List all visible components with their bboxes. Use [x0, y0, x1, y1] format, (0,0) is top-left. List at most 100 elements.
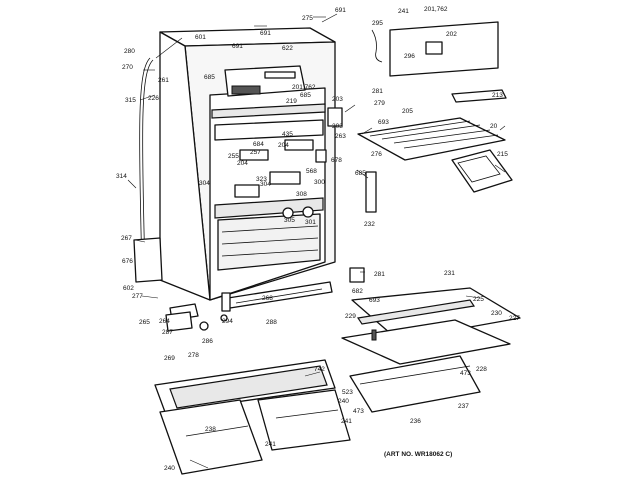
callout-304: 304 [199, 180, 210, 187]
hinge [327, 107, 343, 127]
callout-257: 257 [250, 149, 261, 156]
callout-238: 238 [205, 426, 216, 433]
callout-215: 215 [497, 151, 508, 158]
callout-241b: 241 [341, 418, 352, 425]
door-and-shelf-parts [315, 21, 521, 413]
callout-523: 523 [342, 389, 353, 396]
callout-241: 241 [398, 8, 409, 15]
roller-bracket [165, 311, 193, 332]
control-panel [269, 171, 301, 185]
callout-684: 684 [253, 141, 264, 148]
callout-685: 685 [204, 74, 215, 81]
callout-691c: 691 [260, 30, 271, 37]
callout-229: 229 [345, 313, 356, 320]
side-panel [133, 237, 163, 283]
damper-control [234, 184, 260, 198]
roller [199, 321, 209, 331]
callout-682: 682 [352, 288, 363, 295]
shelf-support-rail [365, 171, 377, 213]
callout-269: 269 [164, 355, 175, 362]
cabinet-assembly [133, 27, 336, 312]
callout-267: 267 [121, 235, 132, 242]
wiring-harness [371, 29, 383, 63]
callout-232: 232 [364, 221, 375, 228]
callout-237: 237 [458, 403, 469, 410]
callout-294: 294 [222, 318, 233, 325]
callout-601: 601 [195, 34, 206, 41]
callout-296: 296 [404, 53, 415, 60]
callout-314: 314 [116, 173, 127, 180]
callout-203: 203 [332, 96, 343, 103]
callout-205: 205 [402, 108, 413, 115]
wire-shelf [357, 117, 506, 161]
callout-261: 261 [158, 77, 169, 84]
callout-685c: 685 [355, 170, 366, 177]
leader-lines [127, 13, 506, 469]
callout-473: 473 [460, 370, 471, 377]
callout-678: 678 [331, 157, 342, 164]
callout-270: 270 [122, 64, 133, 71]
callout-241c: 241 [265, 441, 276, 448]
cabinet-shelf-rail [214, 197, 324, 219]
clip [371, 329, 377, 341]
callout-568: 568 [306, 168, 317, 175]
callout-473b: 473 [353, 408, 364, 415]
callout-230: 230 [491, 310, 502, 317]
freezer-floor [214, 119, 324, 141]
callout-275: 275 [302, 15, 313, 22]
callout-255: 255 [228, 153, 239, 160]
callout-265: 265 [139, 319, 150, 326]
cabinet-divider [211, 103, 326, 119]
callout-202: 202 [446, 31, 457, 38]
shelf-trim [356, 299, 476, 325]
callout-240b: 240 [164, 465, 175, 472]
callout-685b: 685 [300, 92, 311, 99]
glass-shelf [351, 287, 521, 341]
freezer-liner-panel [389, 21, 499, 77]
screw [220, 314, 228, 322]
light-socket [425, 41, 443, 55]
control-knob [282, 207, 294, 219]
callout-602: 602 [123, 285, 134, 292]
callout-435: 435 [282, 131, 293, 138]
callout-287: 287 [162, 329, 173, 336]
stop-bracket [349, 267, 365, 283]
callout-691: 691 [335, 7, 346, 14]
callout-693b: 693 [369, 297, 380, 304]
ice-tray [451, 89, 507, 103]
grille-bracket [221, 292, 231, 312]
callout-213: 213 [492, 92, 503, 99]
evaporator-coil [264, 71, 296, 79]
callout-305: 305 [284, 217, 295, 224]
callout-228: 228 [476, 366, 487, 373]
callout-225: 225 [473, 296, 484, 303]
fan-motor [231, 85, 261, 95]
drain-tube [139, 57, 151, 271]
callout-204: 204 [278, 142, 289, 149]
callout-304b: 304 [260, 181, 271, 188]
callout-203b: 203 [332, 123, 343, 130]
callout-277: 277 [132, 293, 143, 300]
callout-201-762: 201,762 [424, 6, 448, 13]
callout-280: 280 [124, 48, 135, 55]
callout-219: 219 [286, 98, 297, 105]
lower-parts [154, 303, 351, 475]
crisper-cover [341, 319, 511, 365]
callout-281b: 281 [374, 271, 385, 278]
callout-279: 279 [374, 100, 385, 107]
crisper-cover-glass [169, 365, 328, 409]
callout-301: 301 [305, 219, 316, 226]
crisper-drawer-right [257, 389, 351, 451]
callout-201-762b: 201,762 [292, 84, 316, 91]
callout-268: 268 [262, 295, 273, 302]
callout-204b: 204 [237, 160, 248, 167]
callout-622: 622 [282, 45, 293, 52]
callout-742: 742 [314, 366, 325, 373]
callout-691b: 691 [232, 43, 243, 50]
art-number: (ART NO. WR18062 C) [384, 451, 452, 458]
control-knob [302, 206, 314, 218]
callout-264: 264 [159, 318, 170, 325]
callout-278: 278 [188, 352, 199, 359]
callout-226: 226 [148, 95, 159, 102]
